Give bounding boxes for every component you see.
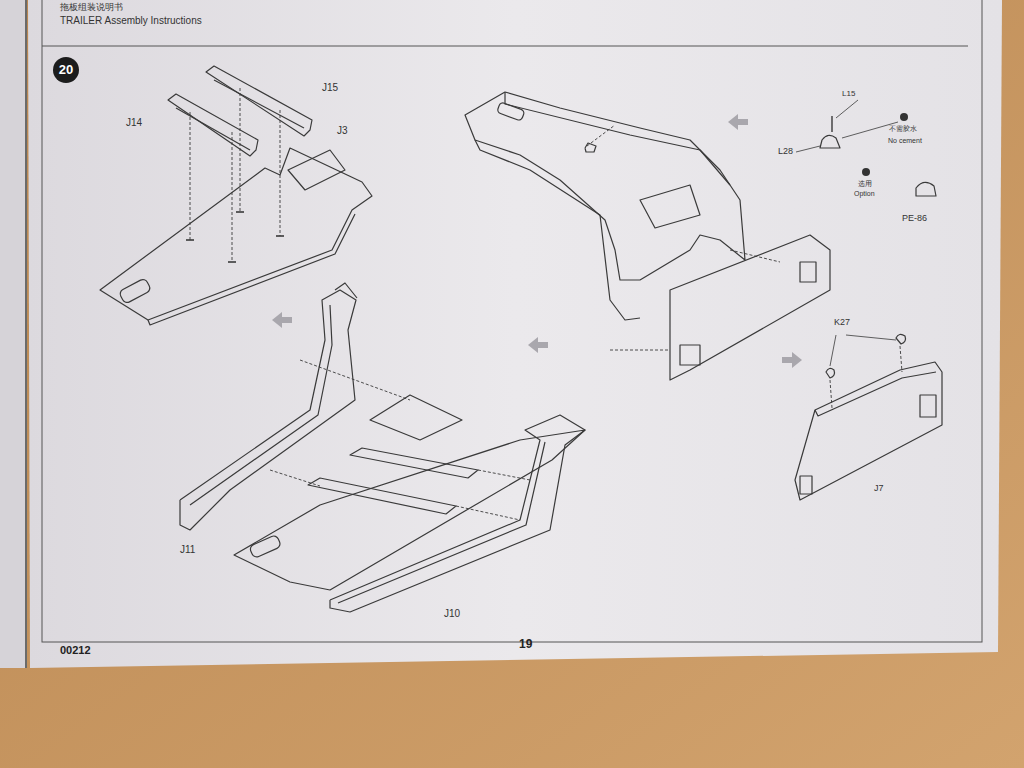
box-j7-fitted: [670, 235, 830, 380]
page-frame: [42, 0, 982, 642]
note-text: 不需胶水: [889, 125, 917, 133]
part-label: J7: [874, 484, 884, 494]
part-label: J15: [322, 82, 338, 93]
floor-slot: [249, 534, 282, 558]
plate-edge: [148, 214, 355, 325]
part-pe-86: [916, 182, 936, 196]
no-cement-mark: [900, 113, 908, 121]
part-j14: [168, 94, 258, 156]
box-j7: [795, 362, 942, 500]
rail-j10-edge: [338, 442, 545, 603]
header-chinese: 拖板组装说明书: [60, 3, 123, 13]
rail-j11-tab: [335, 283, 357, 298]
note-text: Option: [854, 190, 875, 198]
assembly-guide: [587, 125, 615, 146]
rail-j10: [330, 415, 585, 612]
assembly-guides: [270, 360, 530, 520]
leader-line: [796, 146, 820, 152]
paper-page: [28, 0, 1002, 668]
flow-arrow: [528, 337, 548, 353]
box-window: [800, 476, 812, 494]
flow-arrow: [272, 312, 292, 328]
flow-arrow: [782, 352, 802, 368]
part-k27: [896, 334, 906, 344]
chassis-assembly: [465, 92, 745, 280]
header-title: TRAILER Assembly Instructions: [60, 15, 202, 26]
chassis-slot: [497, 102, 525, 121]
assembly-guide: [830, 380, 832, 408]
part-label: K27: [834, 318, 850, 328]
page-fold: [25, 0, 27, 668]
part-k27: [826, 368, 835, 378]
assembly-guide: [900, 346, 902, 372]
part-label: J3: [337, 125, 348, 136]
page-number: 19: [519, 638, 532, 651]
part-j15: [206, 66, 312, 136]
note-text: 选用: [858, 180, 872, 188]
box-j7-edge: [815, 372, 936, 416]
part-l28: [820, 135, 840, 148]
assembly-guide: [730, 250, 780, 262]
rail-j11: [180, 290, 356, 530]
box-window: [920, 395, 936, 417]
part-l15: [831, 116, 832, 132]
box-window: [680, 345, 700, 365]
part-label: J14: [126, 117, 142, 128]
leader-line: [846, 335, 896, 340]
part-label: PE-86: [902, 214, 927, 224]
note-text: No cement: [888, 137, 922, 145]
crossbar: [308, 478, 456, 514]
floor-plate-j3: [100, 148, 372, 320]
left-page-edge: [0, 0, 26, 668]
locating-pins: [186, 212, 284, 262]
part-j14-edge: [176, 108, 250, 150]
assembly-guides: [190, 88, 280, 262]
leader-line: [830, 335, 836, 366]
part-j15-edge: [214, 80, 304, 128]
part-label: J10: [444, 608, 460, 619]
header-rule: [42, 46, 968, 47]
rail-j11-edge: [190, 305, 332, 505]
box-window: [800, 262, 816, 282]
parts-drawing: [100, 66, 942, 612]
step-number: 20: [53, 63, 79, 77]
flow-arrow: [728, 114, 748, 130]
floor-cutout: [370, 395, 462, 440]
leader-line: [836, 100, 858, 118]
crossbar: [350, 448, 478, 478]
step-badge: [53, 57, 79, 83]
assembly-guide: [610, 350, 668, 351]
small-fitting: [585, 143, 596, 152]
part-label: L15: [842, 90, 855, 99]
chassis-edge: [475, 140, 640, 320]
chassis-cutout: [640, 185, 700, 228]
option-mark: [862, 168, 870, 176]
plate-slot: [118, 278, 151, 304]
flow-arrows: [272, 114, 802, 368]
part-label: L28: [778, 147, 793, 157]
kit-number: 00212: [60, 644, 91, 656]
part-label: J11: [180, 544, 195, 555]
plate-cutout: [288, 150, 345, 190]
chassis-edge: [505, 92, 730, 185]
